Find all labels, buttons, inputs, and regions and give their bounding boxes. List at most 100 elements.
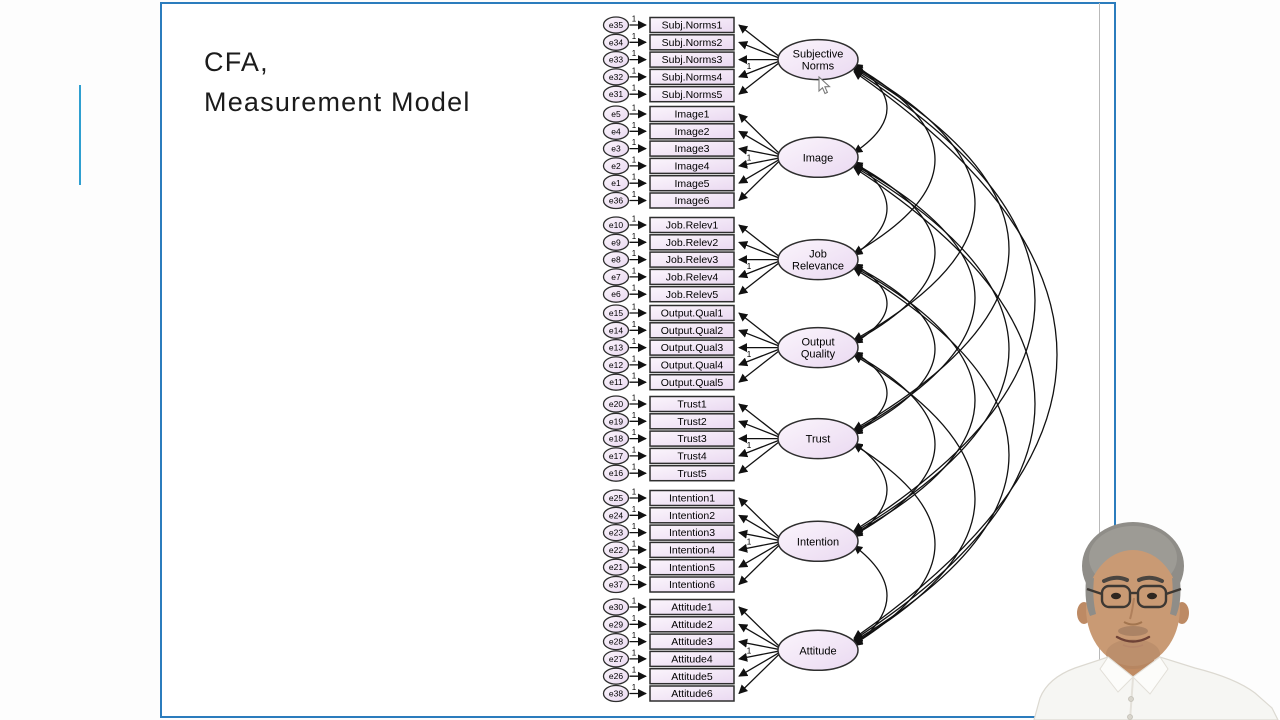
fixed-loading-label: 1: [747, 440, 752, 450]
error-path-label: 1: [632, 539, 637, 548]
latent-label: Quality: [801, 349, 836, 361]
error-term: [602, 285, 630, 303]
error-term: [602, 523, 630, 542]
indicator-label: Attitude2: [671, 619, 713, 631]
error-path-label: 1: [632, 372, 637, 381]
indicator-box: [649, 558, 735, 576]
indicator-label: Intention1: [669, 493, 715, 505]
indicator-box: [649, 667, 735, 685]
presenter-person: [1033, 522, 1279, 720]
error-term: [602, 395, 630, 413]
indicator-label: Trust5: [677, 468, 707, 480]
person-collar-right: [1132, 656, 1169, 695]
person-eye: [1111, 592, 1121, 600]
indicator-label: Subj.Norms5: [662, 89, 723, 101]
factor-loading-arrow: [738, 24, 782, 59]
indicator-label: Image4: [674, 161, 709, 173]
factor-loading-arrow: [738, 529, 782, 542]
error-label: e31: [609, 89, 623, 99]
covariance-arc-0-4: [853, 68, 1010, 431]
indicator-label: Output.Qual2: [661, 325, 724, 337]
person-collar-left: [1099, 656, 1134, 693]
error-path-label: 1: [632, 683, 637, 692]
error-label: e18: [609, 434, 623, 444]
latent-ellipse: [777, 238, 859, 281]
fixed-loading-label: 1: [747, 536, 752, 546]
indicator-label: Subj.Norms1: [662, 20, 723, 32]
person-mouth: [1115, 635, 1151, 643]
factor-loading-arrow: [738, 60, 782, 95]
covariance-arc-4-5: [853, 442, 888, 538]
factor-loading-arrow: [738, 329, 782, 348]
error-path-label: 1: [632, 284, 637, 293]
error-term: [602, 216, 630, 234]
indicator-label: Trust1: [677, 399, 707, 411]
indicator-box: [649, 157, 735, 175]
error-term: [602, 429, 630, 448]
covariance-arc-2-4: [853, 265, 936, 434]
error-label: e37: [609, 580, 623, 590]
indicator-label: Image1: [674, 109, 709, 121]
covariance-arc-5-6: [853, 545, 888, 647]
indicator-box: [649, 598, 735, 616]
person-eyebrow: [1137, 575, 1164, 583]
covariance-arc-2-5: [853, 266, 976, 535]
latent-label: Trust: [806, 434, 831, 446]
error-path-label: 1: [632, 249, 637, 258]
error-path-label: 1: [632, 320, 637, 329]
indicator-label: Intention4: [669, 545, 715, 557]
indicator-box: [649, 285, 735, 303]
indicator-box: [649, 507, 735, 524]
indicator-box: [649, 16, 735, 34]
person-nose: [1129, 597, 1135, 620]
error-path-label: 1: [632, 66, 637, 75]
error-label: e2: [611, 161, 621, 171]
person-glasses: [1086, 584, 1182, 609]
error-label: e28: [609, 637, 623, 647]
error-term: [602, 68, 630, 86]
covariance-arc-3-5: [853, 353, 936, 536]
factor-loading-arrow: [738, 497, 782, 540]
error-path-label: 1: [632, 138, 637, 147]
error-path-label: 1: [632, 428, 637, 437]
covariance-arc-3-4: [853, 351, 888, 435]
indicator-box: [649, 251, 735, 268]
error-label: e21: [609, 562, 623, 572]
title-line-2: Measurement Model: [204, 87, 471, 117]
error-label: e12: [609, 360, 623, 370]
indicator-box: [649, 541, 735, 559]
fixed-loading-label: 1: [747, 349, 752, 359]
error-label: e26: [609, 671, 623, 681]
latent-ellipse: [777, 520, 859, 562]
error-term: [602, 85, 630, 103]
error-label: e32: [609, 72, 623, 82]
latent-label: Intention: [797, 536, 839, 548]
factor-loading-arrow: [738, 541, 782, 553]
error-path-label: 1: [632, 631, 637, 640]
factor-loading-arrow: [738, 650, 782, 662]
person-sideburn: [1085, 578, 1096, 616]
error-path-label: 1: [632, 522, 637, 531]
factor-loading-arrow: [738, 113, 782, 156]
covariance-arc-0-5: [853, 69, 1036, 532]
error-term: [602, 157, 630, 175]
indicator-box: [649, 576, 735, 593]
factor-loading-arrow: [738, 224, 782, 259]
error-label: e38: [609, 689, 623, 699]
indicator-label: Job.Relev2: [666, 237, 719, 249]
fixed-loading-label: 1: [747, 645, 752, 655]
error-term: [602, 50, 630, 69]
accent-line: [79, 85, 81, 185]
error-label: e15: [609, 308, 623, 318]
latent-label: Relevance: [792, 261, 844, 273]
indicator-box: [649, 489, 735, 507]
person-shirt-button: [1127, 714, 1133, 720]
error-path-label: 1: [632, 394, 637, 403]
slide-title: CFA, Measurement Model: [204, 42, 471, 122]
indicator-box: [649, 234, 735, 251]
error-label: e7: [611, 272, 621, 282]
